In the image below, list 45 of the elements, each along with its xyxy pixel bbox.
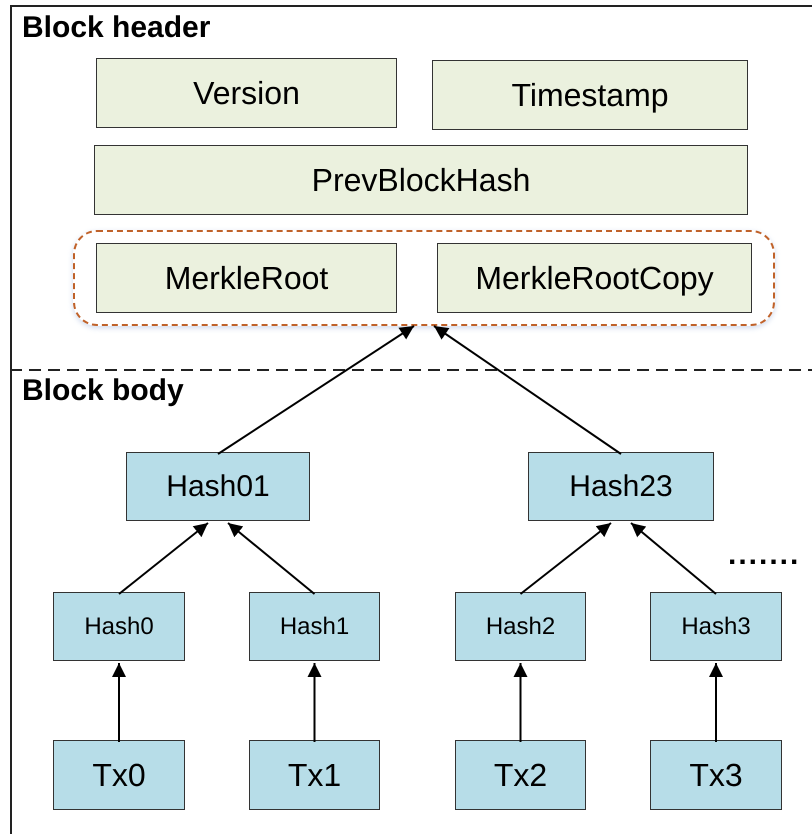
box-label: Tx1: [288, 756, 342, 795]
arrow: [709, 663, 723, 742]
box-label: Hash3: [681, 612, 751, 642]
box-label: Hash01: [166, 469, 270, 505]
arrow: [308, 663, 322, 742]
transaction-box: [53, 740, 185, 810]
box-label: MerkleRoot: [164, 259, 328, 298]
arrow: [520, 522, 612, 595]
ellipsis-dots: .......: [728, 540, 800, 570]
box-label: Hash2: [486, 612, 556, 642]
box-label: PrevBlockHash: [312, 161, 530, 200]
box-label: Hash0: [84, 612, 154, 642]
hash-box: [126, 452, 310, 521]
box-label: Tx3: [689, 756, 743, 795]
arrow: [112, 663, 126, 742]
transaction-box: [650, 740, 782, 810]
box-label: Tx2: [494, 756, 548, 795]
hash-box: [249, 592, 380, 661]
box-label: MerkleRootCopy: [475, 259, 714, 298]
field-box: [96, 243, 397, 313]
dashed-group-outline: [73, 230, 775, 326]
hash-box: [53, 592, 185, 661]
arrow: [514, 663, 528, 742]
section-title: Block header: [22, 13, 210, 43]
arrow: [227, 522, 316, 595]
box-label: Timestamp: [511, 76, 669, 115]
transaction-box: [455, 740, 586, 810]
box-label: Hash1: [280, 612, 350, 642]
hash-box: [528, 452, 714, 521]
hash-box: [455, 592, 586, 661]
section-title: Block body: [22, 376, 184, 406]
transaction-box: [249, 740, 380, 810]
hash-box: [650, 592, 782, 661]
box-label: Version: [193, 74, 300, 113]
arrow: [217, 325, 415, 455]
field-box: [432, 60, 748, 130]
box-label: Tx0: [92, 756, 146, 795]
field-box: [437, 243, 752, 313]
arrow: [433, 325, 622, 455]
arrow: [118, 522, 209, 595]
field-box: [96, 58, 397, 128]
arrow: [630, 522, 717, 595]
header-section: [10, 5, 812, 370]
box-label: Hash23: [569, 469, 673, 505]
field-box: [94, 145, 748, 215]
